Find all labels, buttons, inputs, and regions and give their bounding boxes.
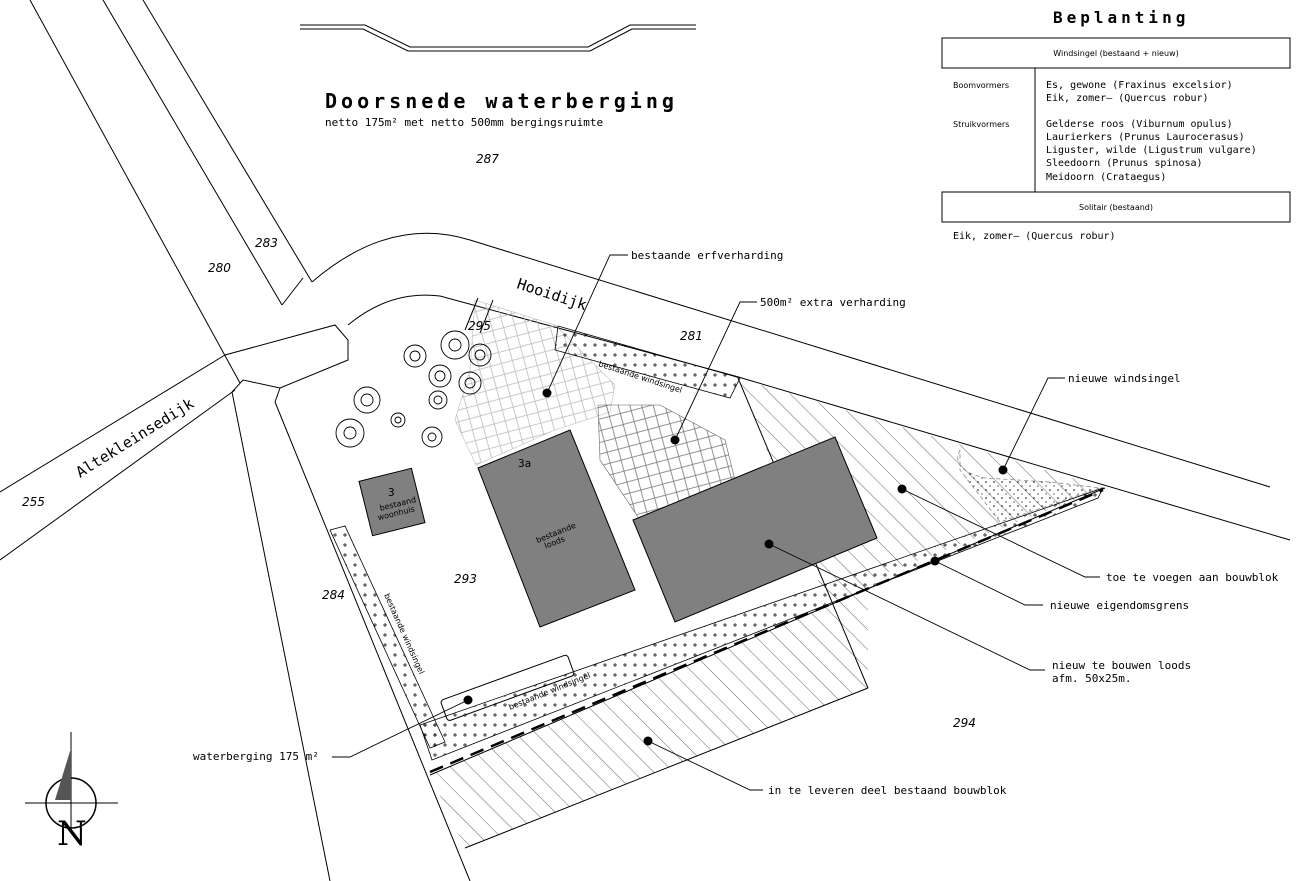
parcel-295: 295 [468,319,491,333]
section-subtitle: netto 175m² met netto 500mm bergingsruim… [325,116,603,129]
callout-dots [463,388,1008,746]
legend-title: Beplanting [1053,8,1189,27]
windsingel-bands [329,325,1104,761]
callout-inleveren: in te leveren deel bestaand bouwblok [768,784,1007,797]
legend-solitair-item: Eik, zomer— (Quercus robur) [953,231,1116,242]
parcel-293: 293 [454,572,477,586]
north-letter: N [57,814,87,854]
callout-nieuwe-loods-1: nieuw te bouwen loods [1052,659,1191,672]
callout-erfverharding: bestaande erfverharding [631,249,783,262]
callout-eigendomsgrens: nieuwe eigendomsgrens [1050,599,1189,612]
planting-legend: Beplanting Windsingel (bestaand + nieuw)… [941,8,1291,242]
legend-struik-1: Gelderse roos (Viburnum opulus) [1046,119,1233,130]
road-altekleinsedijk: Altekleinsedijk [73,394,197,481]
parcel-281: 281 [680,329,703,343]
hatched-bouwblok-area [430,378,1105,848]
callout-nieuwe-loods-2: afm. 50x25m. [1052,672,1131,685]
legend-struik-3: Liguster, wilde (Ligustrum vulgare) [1046,145,1257,156]
new-shed [632,436,878,623]
road-hooidijk: Hooidijk [515,275,589,314]
new-property-line [429,488,1104,774]
shed-number: 3a [518,457,531,470]
parcel-280: 280 [208,261,231,275]
parcel-284: 284 [322,588,345,602]
callout-nieuwe-windsingel: nieuwe windsingel [1068,372,1181,385]
legend-header-windsingel: Windsingel (bestaand + nieuw) [1053,49,1178,58]
parcel-287: 287 [476,152,499,166]
legend-struik-5: Meidoorn (Crataegus) [1046,172,1166,183]
driveway [464,297,494,334]
cross-section-symbol [300,24,696,52]
legend-struik-2: Laurierkers (Prunus Laurocerasus) [1046,132,1245,143]
parcel-294: 294 [953,716,976,730]
legend-boom-1: Es, gewone (Fraxinus excelsior) [1046,80,1233,91]
north-arrow-icon: N [25,732,118,854]
parcel-255: 255 [22,495,45,509]
existing-house [358,467,426,537]
callout-toevoegen: toe te voegen aan bouwblok [1106,571,1279,584]
tree-group [335,330,492,448]
section-title: Doorsnede waterberging [325,89,678,113]
callout-leaders [332,254,1100,791]
parcel-283: 283 [255,236,278,250]
legend-boom-2: Eik, zomer— (Quercus robur) [1046,93,1209,104]
legend-struik-4: Sleedoorn (Prunus spinosa) [1046,158,1203,169]
callout-extra-verharding: 500m² extra verharding [760,296,906,309]
legend-header-solitair: Solitair (bestaand) [1079,203,1153,212]
house-number: 3 [388,486,395,499]
existing-shed [477,429,636,628]
legend-boom-label: Boomvormers [953,81,1009,90]
callout-waterberging: waterberging 175 m² [193,750,319,763]
water-retention-area [440,654,575,721]
legend-struik-label: Struikvormers [953,120,1009,129]
